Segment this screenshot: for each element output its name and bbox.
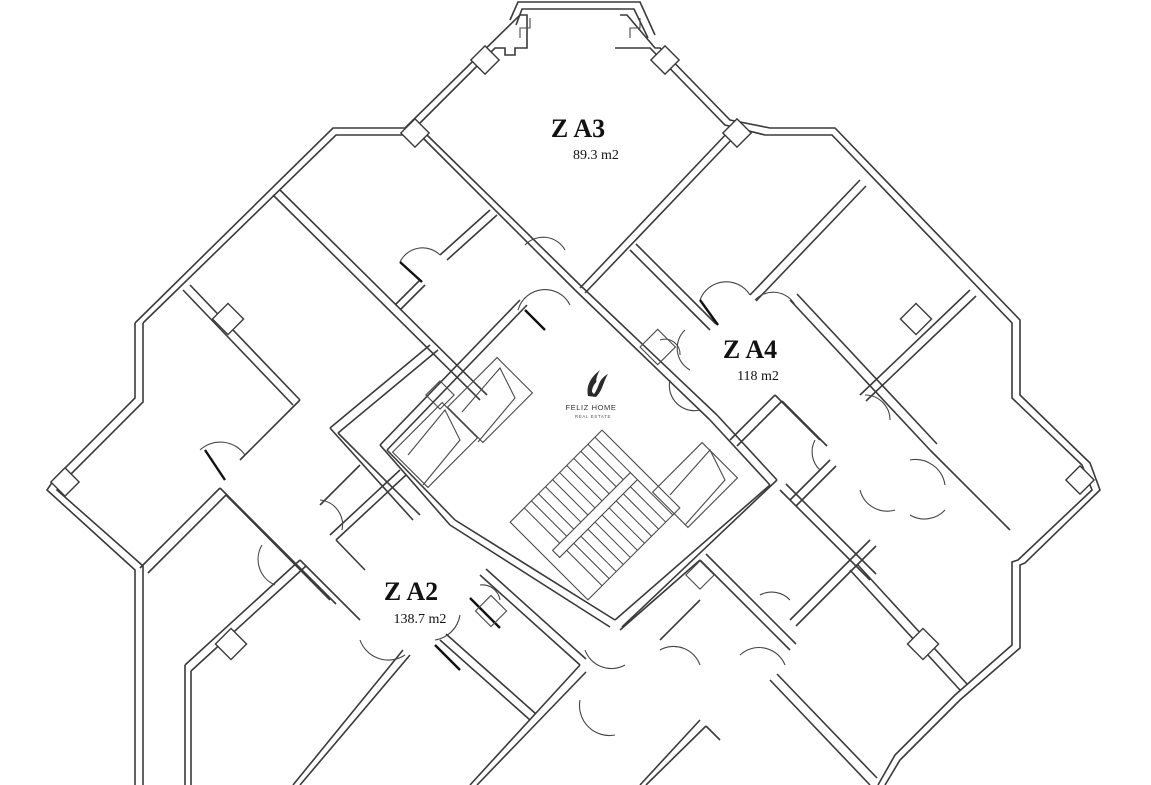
zone-za2-area: 138.7 m2 [394,612,447,627]
interior-walls [139,129,1011,785]
columns [49,44,1096,661]
doors [199,236,946,737]
shafts [425,328,715,628]
zone-za2-name: Z A2 [384,577,438,606]
zone-za3-name: Z A3 [551,114,605,143]
zone-za3-area: 89.3 m2 [573,148,619,163]
staircase [509,429,681,601]
zone-za4-area: 118 m2 [737,369,779,384]
brand-tagline: REAL ESTATE [575,414,611,419]
brand-name: FELIZ HOME [565,403,616,412]
feliz-home-flame-logo-icon [587,370,608,397]
zone-za4-name: Z A4 [723,335,777,364]
